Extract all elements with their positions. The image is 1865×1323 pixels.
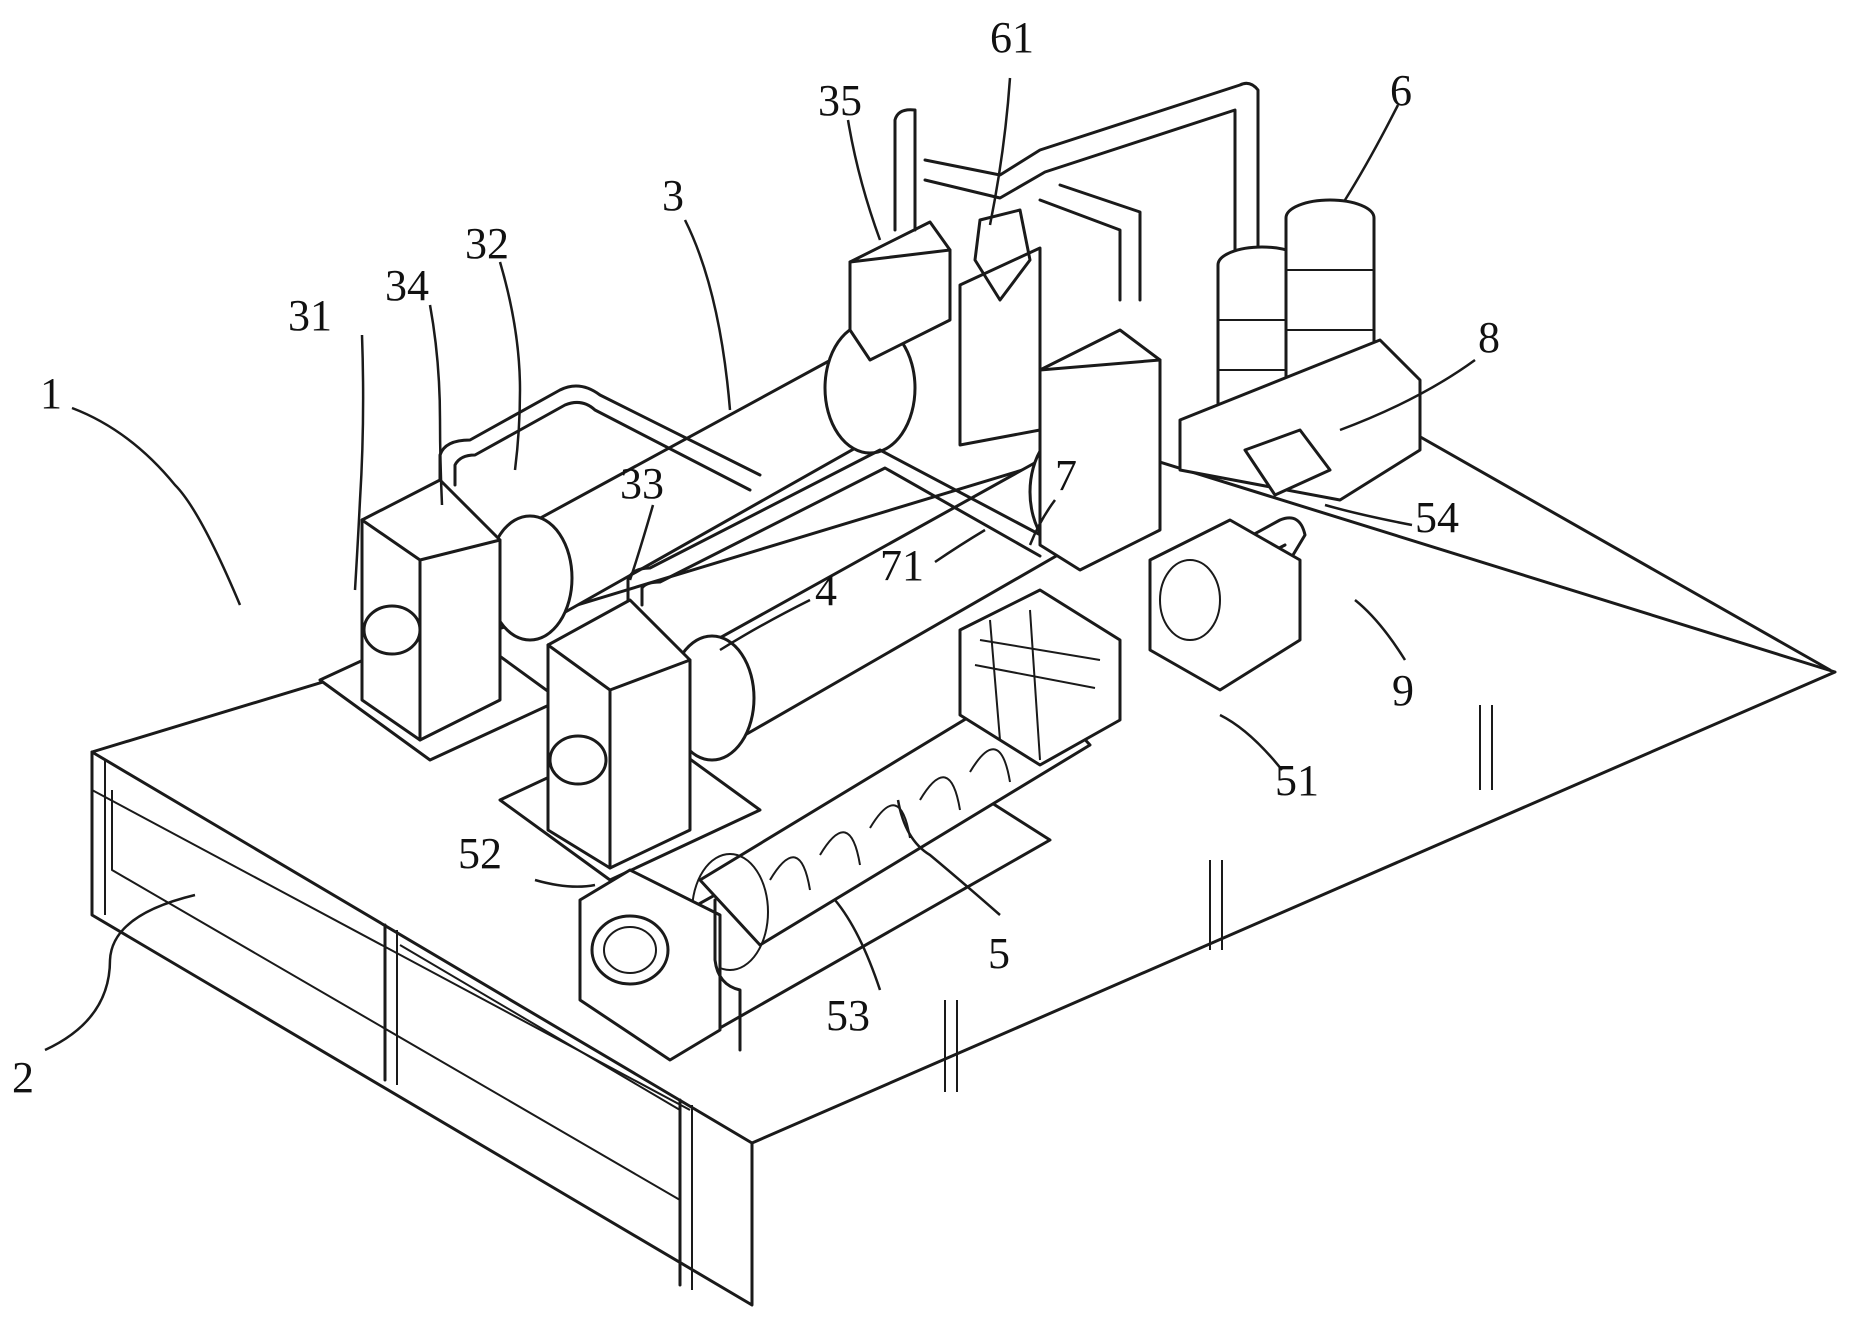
label-3: 3 xyxy=(662,171,684,220)
leader-54 xyxy=(1324,503,1413,527)
leader-35 xyxy=(846,119,882,241)
front-drum-unit xyxy=(578,428,1332,1062)
leader-5 xyxy=(896,799,1001,916)
leader-6 xyxy=(1343,104,1400,201)
label-61: 61 xyxy=(990,13,1034,62)
label-5: 5 xyxy=(988,929,1010,978)
leader-lines xyxy=(44,77,1476,1052)
support-frame xyxy=(90,750,754,1307)
platform-deck xyxy=(90,412,1837,1145)
label-2: 2 xyxy=(12,1053,34,1102)
storage-tanks xyxy=(1178,198,1422,502)
label-52: 52 xyxy=(458,829,502,878)
label-71: 71 xyxy=(880,541,924,590)
leader-33 xyxy=(628,504,655,581)
leader-9 xyxy=(1354,599,1407,661)
label-35: 35 xyxy=(818,76,862,125)
rear-drum-unit xyxy=(318,108,952,762)
label-32: 32 xyxy=(465,219,509,268)
label-54: 54 xyxy=(1415,493,1459,542)
label-33: 33 xyxy=(620,459,664,508)
label-8: 8 xyxy=(1478,313,1500,362)
leader-2 xyxy=(44,893,196,1052)
leader-34 xyxy=(428,304,444,506)
leader-31 xyxy=(353,334,365,591)
leader-61 xyxy=(988,77,1012,226)
leader-71 xyxy=(934,528,986,564)
label-51: 51 xyxy=(1275,756,1319,805)
label-4: 4 xyxy=(815,566,837,615)
leader-8 xyxy=(1339,358,1476,432)
label-9: 9 xyxy=(1392,666,1414,715)
leader-32 xyxy=(498,261,522,471)
leader-3 xyxy=(683,219,732,411)
leader-53 xyxy=(834,899,882,991)
leader-1 xyxy=(71,406,242,606)
label-34: 34 xyxy=(385,261,429,310)
leader-7 xyxy=(1028,499,1057,546)
reference-labels: 1 2 3 4 5 6 7 8 9 31 32 33 34 35 51 52 5… xyxy=(12,13,1500,1102)
cyclone-pipework xyxy=(923,81,1260,447)
label-1: 1 xyxy=(40,369,62,418)
label-53: 53 xyxy=(826,991,870,1040)
leader-4 xyxy=(719,598,811,652)
leader-52 xyxy=(534,878,596,888)
label-7: 7 xyxy=(1055,451,1077,500)
label-31: 31 xyxy=(288,291,332,340)
leader-51 xyxy=(1219,713,1283,771)
middle-drum-unit xyxy=(498,328,1162,882)
label-6: 6 xyxy=(1390,66,1412,115)
